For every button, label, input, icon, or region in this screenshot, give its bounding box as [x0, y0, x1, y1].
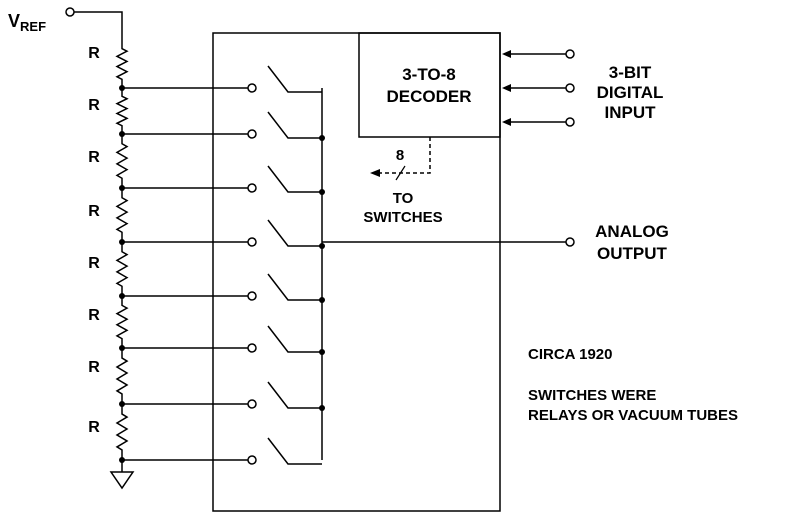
- resistor-2: [115, 88, 129, 134]
- decoder-bus: [370, 137, 431, 181]
- resistor-label: R: [88, 97, 100, 114]
- resistor-label: R: [88, 45, 100, 62]
- digital-input-label-line1: 3-BIT: [609, 63, 652, 82]
- switch-blade: [267, 65, 322, 93]
- resistor-ladder: R R R R R R R R: [88, 40, 129, 463]
- to-switches-label-line1: TO: [393, 190, 414, 207]
- to-switches-label-line2: SWITCHES: [363, 209, 442, 226]
- resistor-6: [115, 296, 129, 348]
- bus-count-label: 8: [396, 147, 404, 164]
- switches-note-line1: SWITCHES WERE: [528, 387, 656, 404]
- switch-contact: [247, 237, 257, 247]
- resistor-label: R: [88, 419, 100, 436]
- resistor-7: [115, 348, 129, 404]
- switch-contact: [247, 183, 257, 193]
- resistor-3: [115, 134, 129, 188]
- resistor-label: R: [88, 359, 100, 376]
- switch-blade: [267, 219, 322, 247]
- resistor-5: [115, 242, 129, 296]
- resistor-label: R: [88, 203, 100, 220]
- digital-input-label-line3: INPUT: [605, 103, 657, 122]
- switch-blade: [267, 111, 322, 139]
- switch-blade: [267, 381, 322, 409]
- analog-output-label-line2: OUTPUT: [597, 244, 668, 263]
- switch-contact: [247, 343, 257, 353]
- switch-contact: [247, 83, 257, 93]
- vref-terminal: [65, 7, 75, 17]
- switch-contact: [247, 129, 257, 139]
- switch-contact: [247, 455, 257, 465]
- resistor-label: R: [88, 307, 100, 324]
- switch-blade: [267, 165, 322, 193]
- circa-note: CIRCA 1920: [528, 346, 612, 363]
- vref-lead: [74, 11, 123, 40]
- analog-output-terminal: [565, 237, 575, 247]
- switch-array: [122, 65, 325, 465]
- vref-label: VREF: [8, 11, 46, 34]
- resistor-1: [115, 40, 129, 88]
- ground-icon: [109, 460, 135, 490]
- resistor-label: R: [88, 255, 100, 272]
- resistor-label: R: [88, 149, 100, 166]
- digital-input-label-line2: DIGITAL: [597, 83, 664, 102]
- switch-contact: [247, 291, 257, 301]
- switch-array-box: [212, 32, 501, 512]
- switch-blade: [267, 437, 322, 465]
- resistor-4: [115, 188, 129, 242]
- decoder-label-line2: DECODER: [386, 87, 471, 106]
- switch-blade: [267, 273, 322, 301]
- digital-input-lines: [502, 49, 575, 127]
- decoder-box: [358, 32, 501, 138]
- decoder-label-line1: 3-TO-8: [402, 65, 456, 84]
- resistor-8: [115, 404, 129, 460]
- analog-output-label-line1: ANALOG: [595, 222, 669, 241]
- switch-contact: [247, 399, 257, 409]
- switches-note-line2: RELAYS OR VACUUM TUBES: [528, 407, 738, 424]
- switch-blade: [267, 325, 322, 353]
